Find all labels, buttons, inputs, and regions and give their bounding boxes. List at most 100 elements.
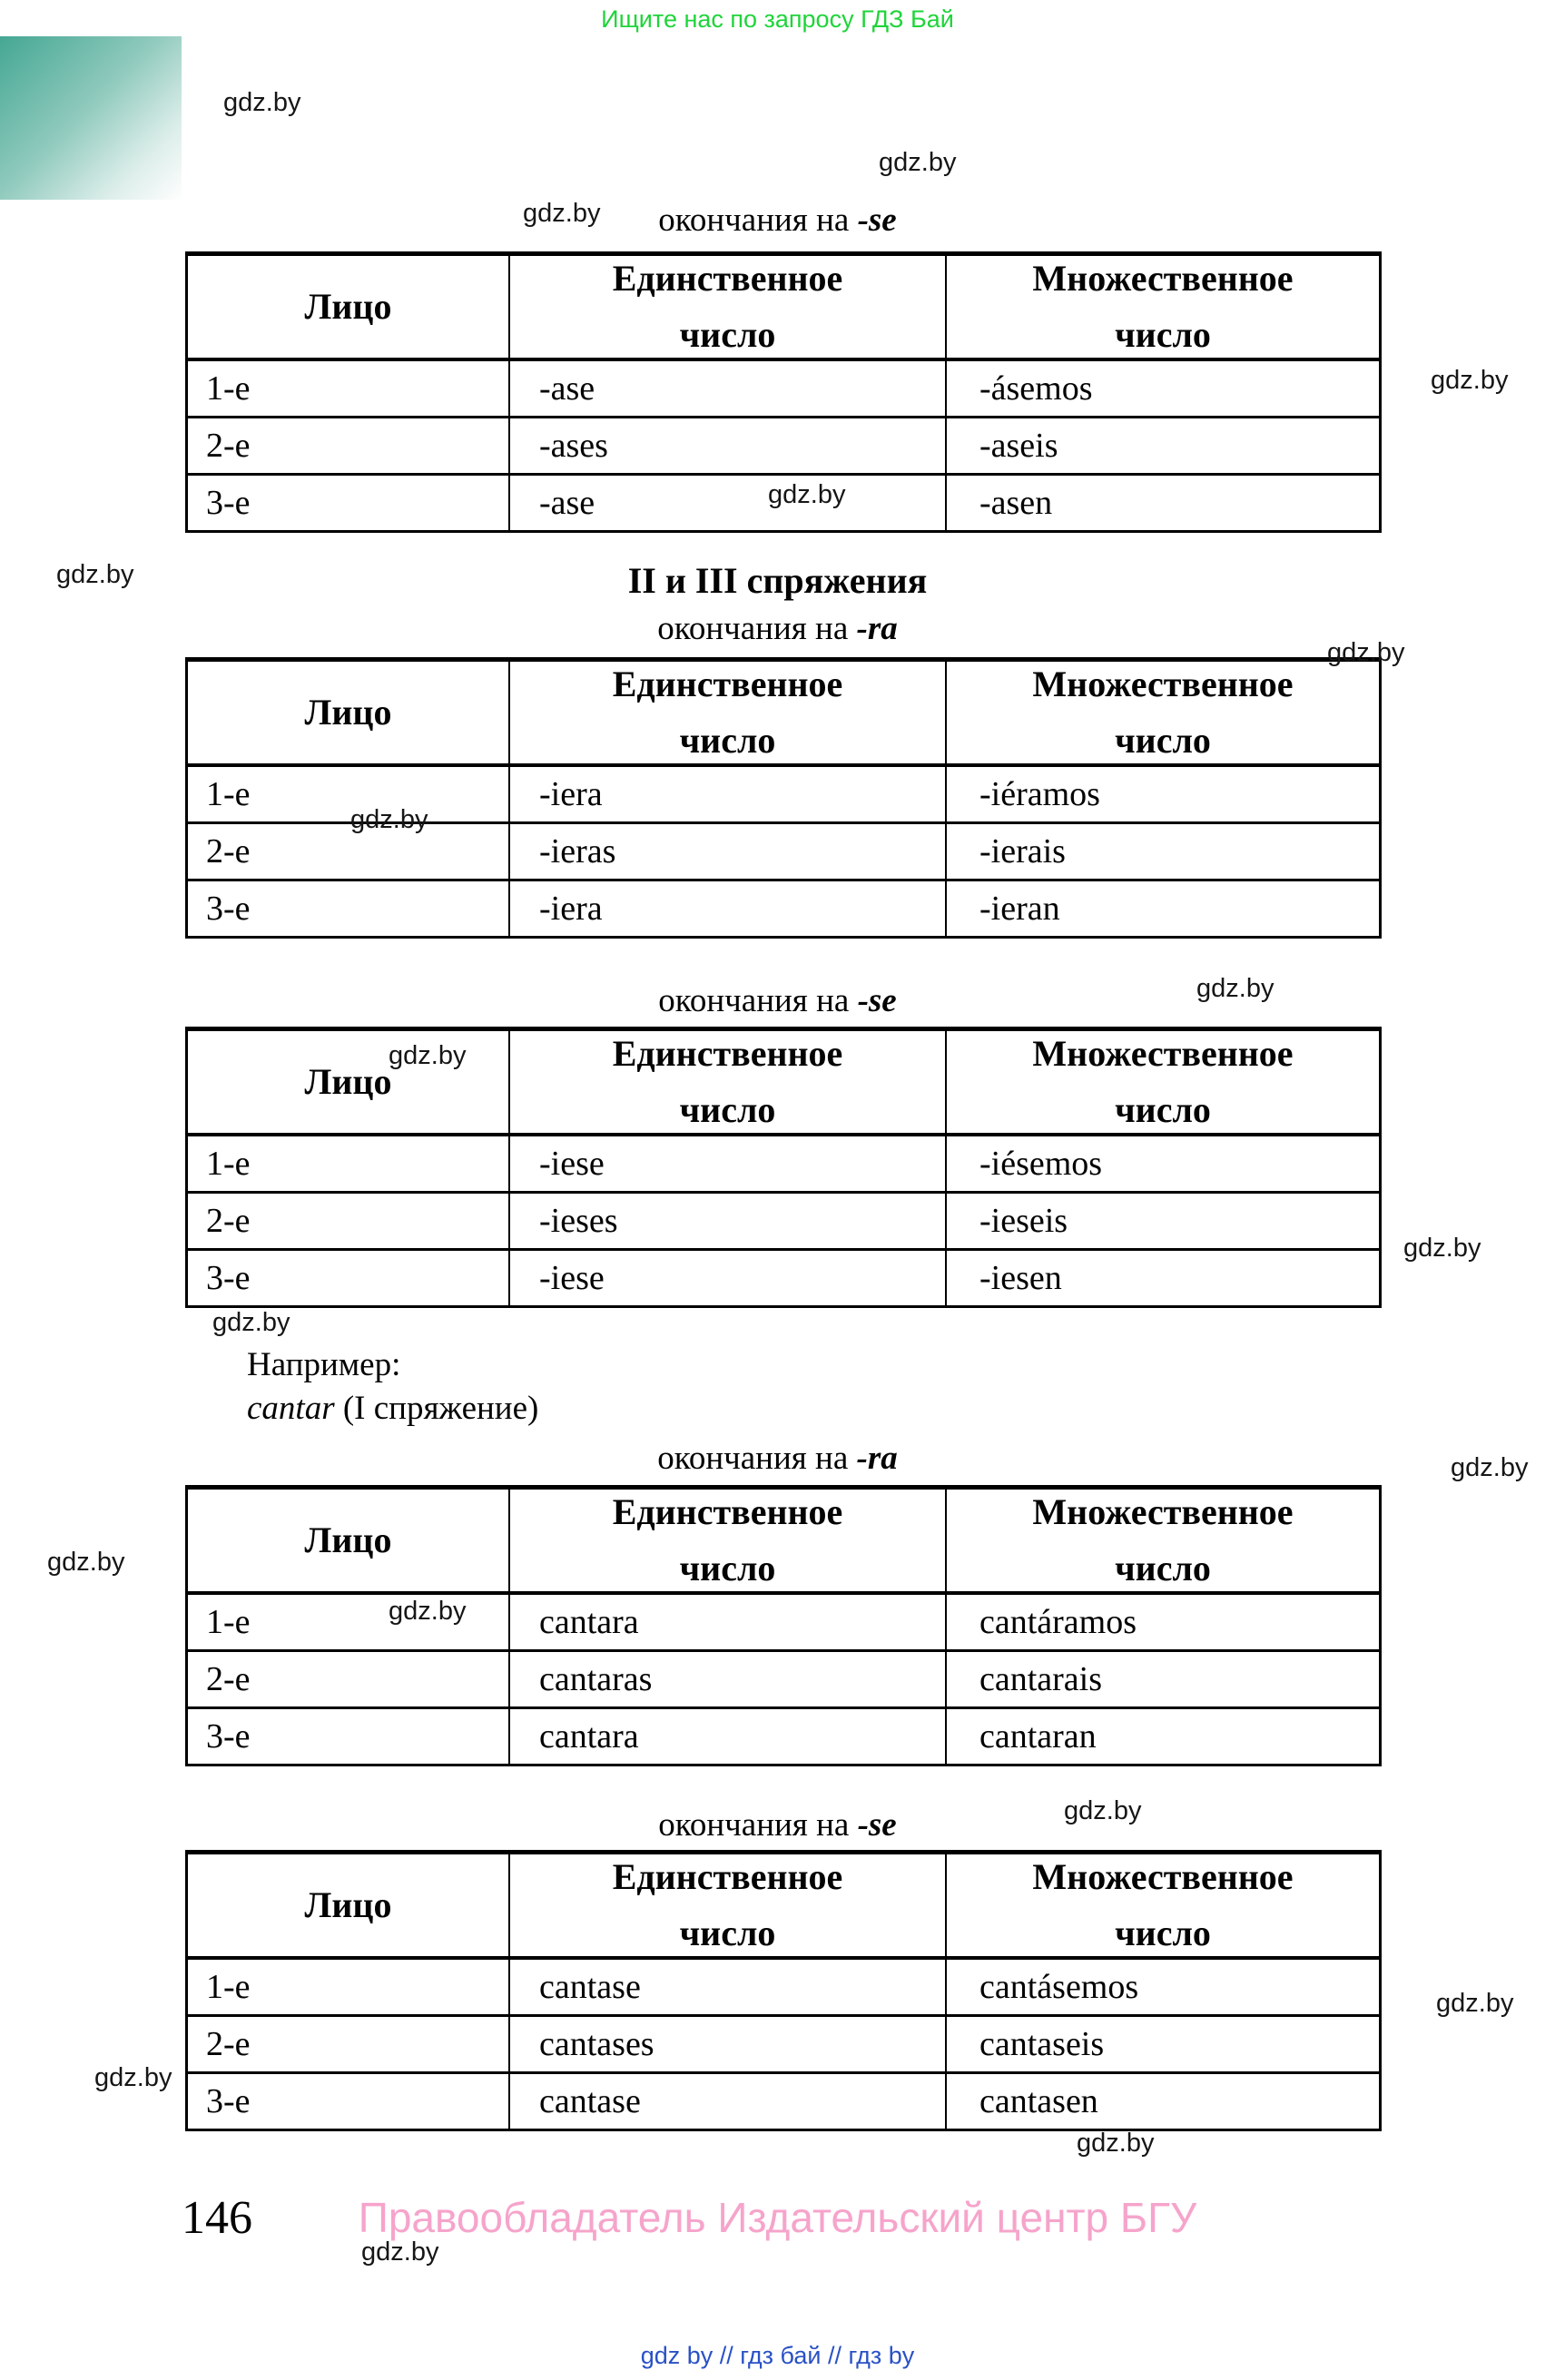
table-header-row: Лицо Единственное число Множественное чи… bbox=[188, 1854, 1379, 1960]
title-prefix: окончания на bbox=[658, 982, 850, 1019]
plural-cell: -ierais bbox=[945, 824, 1379, 879]
singular-cell: cantase bbox=[508, 2074, 945, 2129]
singular-cell: -ieras bbox=[508, 824, 945, 879]
person-cell: 2-е bbox=[206, 832, 251, 870]
table-row: 1-е -iera -iéramos bbox=[188, 767, 1379, 821]
table-row: 1-е -ase -ásemos bbox=[188, 361, 1379, 416]
singular-cell: -ase bbox=[508, 476, 945, 530]
person-cell: 2-е bbox=[206, 1660, 251, 1698]
title-prefix: окончания на bbox=[657, 1440, 849, 1477]
table-header-row: Лицо Единственное число Множественное чи… bbox=[188, 1490, 1379, 1595]
section-title-endings-se: окончания на -se bbox=[0, 980, 1555, 1022]
title-suffix: -se bbox=[857, 982, 897, 1019]
plural-cell: -ieseis bbox=[945, 1194, 1379, 1248]
plural-cell: -ásemos bbox=[945, 361, 1379, 416]
table-header-row: Лицо Единственное число Множественное чи… bbox=[188, 1031, 1379, 1136]
title-suffix: -ra bbox=[856, 610, 898, 647]
gdz-watermark: gdz.by bbox=[1196, 974, 1275, 1003]
singular-cell: cantara bbox=[508, 1709, 945, 1764]
plural-cell: cantaran bbox=[945, 1709, 1379, 1764]
title-suffix: -se bbox=[857, 202, 897, 239]
example-verb: cantar bbox=[247, 1390, 335, 1427]
person-cell: 1-е bbox=[206, 1145, 251, 1183]
gdz-watermark: gdz.by bbox=[1451, 1453, 1529, 1482]
singular-cell: cantase bbox=[508, 1960, 945, 2014]
plural-cell: -ieran bbox=[945, 881, 1379, 936]
person-cell: 3-е bbox=[206, 2082, 251, 2120]
gdz-watermark: gdz.by bbox=[523, 199, 601, 228]
title-suffix: -se bbox=[857, 1806, 897, 1844]
header-person: Лицо bbox=[304, 1061, 392, 1102]
gdz-watermark: gdz.by bbox=[389, 1597, 467, 1626]
header-singular: Единственное число bbox=[508, 1490, 945, 1591]
person-cell: 1-е bbox=[206, 369, 251, 408]
person-cell: 3-е bbox=[206, 890, 251, 928]
section-title-endings-ra: окончания на -ra bbox=[0, 1438, 1555, 1480]
table-row: 1-е cantara cantáramos bbox=[188, 1595, 1379, 1649]
singular-cell: -ieses bbox=[508, 1194, 945, 1248]
person-cell: 1-е bbox=[206, 1968, 251, 2006]
table-header-row: Лицо Единственное число Множественное чи… bbox=[188, 256, 1379, 361]
gdz-watermark: gdz.by bbox=[1077, 2129, 1155, 2158]
page-number: 146 bbox=[182, 2192, 252, 2244]
header-plural: Множественное число bbox=[945, 256, 1379, 358]
plural-cell: cantasen bbox=[945, 2074, 1379, 2129]
footer-links: gdz by // гдз бай // гдз by bbox=[640, 2342, 915, 2369]
person-cell: 3-е bbox=[206, 484, 251, 522]
header-person: Лицо bbox=[304, 286, 392, 327]
section-title-endings-se: окончания на -se bbox=[0, 200, 1555, 241]
table-row: 3-е cantase cantasen bbox=[188, 2071, 1379, 2129]
gdz-watermark: gdz.by bbox=[212, 1308, 290, 1337]
table-row: 3-е -iera -ieran bbox=[188, 879, 1379, 936]
person-cell: 2-е bbox=[206, 2025, 251, 2063]
plural-cell: cantásemos bbox=[945, 1960, 1379, 2014]
singular-cell: cantases bbox=[508, 2017, 945, 2071]
gdz-watermark: gdz.by bbox=[1431, 366, 1509, 395]
gdz-watermark: gdz.by bbox=[94, 2063, 172, 2092]
singular-cell: -iera bbox=[508, 881, 945, 936]
singular-cell: -ase bbox=[508, 361, 945, 416]
plural-cell: -aseis bbox=[945, 418, 1379, 473]
teal-gradient-block bbox=[0, 36, 182, 200]
copyright-notice: Правообладатель Издательский центр БГУ bbox=[358, 2194, 1197, 2241]
title-suffix: -ra bbox=[856, 1440, 898, 1477]
section-title-endings-se: окончания на -se bbox=[0, 1805, 1555, 1846]
gdz-watermark: gdz.by bbox=[1436, 1989, 1514, 2018]
person-cell: 1-е bbox=[206, 1603, 251, 1641]
table-row: 2-е -ieses -ieseis bbox=[188, 1191, 1379, 1248]
example-note: (I спряжение) bbox=[342, 1390, 539, 1427]
gdz-watermark: gdz.by bbox=[350, 805, 428, 834]
person-cell: 3-е bbox=[206, 1259, 251, 1297]
header-plural: Множественное число bbox=[945, 662, 1379, 763]
conjugation-table-ase-se: Лицо Единственное число Множественное чи… bbox=[185, 251, 1382, 533]
person-cell: 2-е bbox=[206, 427, 251, 465]
table-row: 3-е -ase -asen bbox=[188, 473, 1379, 530]
header-person: Лицо bbox=[304, 692, 392, 733]
gdz-watermark: gdz.by bbox=[879, 148, 957, 177]
gdz-watermark: gdz.by bbox=[56, 560, 134, 589]
singular-cell: cantaras bbox=[508, 1652, 945, 1706]
section-title-endings-ra: окончания на -ra bbox=[0, 608, 1555, 650]
header-singular: Единственное число bbox=[508, 1031, 945, 1133]
gdz-watermark: gdz.by bbox=[1403, 1234, 1481, 1263]
table-row: 3-е -iese -iesen bbox=[188, 1248, 1379, 1305]
plural-cell: cantarais bbox=[945, 1652, 1379, 1706]
person-cell: 2-е bbox=[206, 1202, 251, 1240]
plural-cell: cantáramos bbox=[945, 1595, 1379, 1649]
person-cell: 3-е bbox=[206, 1717, 251, 1755]
header-person: Лицо bbox=[304, 1519, 392, 1560]
plural-cell: cantaseis bbox=[945, 2017, 1379, 2071]
singular-cell: -ases bbox=[508, 418, 945, 473]
table-row: 1-е cantase cantásemos bbox=[188, 1960, 1379, 2014]
plural-cell: -iesen bbox=[945, 1251, 1379, 1305]
singular-cell: cantara bbox=[508, 1595, 945, 1649]
header-singular: Единственное число bbox=[508, 256, 945, 358]
gdz-watermark: gdz.by bbox=[768, 480, 846, 509]
plural-cell: -iéramos bbox=[945, 767, 1379, 821]
header-person: Лицо bbox=[304, 1884, 392, 1925]
plural-cell: -iésemos bbox=[945, 1136, 1379, 1191]
person-cell: 1-е bbox=[206, 775, 251, 813]
title-prefix: окончания на bbox=[658, 202, 850, 239]
table-row: 2-е cantaras cantarais bbox=[188, 1649, 1379, 1706]
